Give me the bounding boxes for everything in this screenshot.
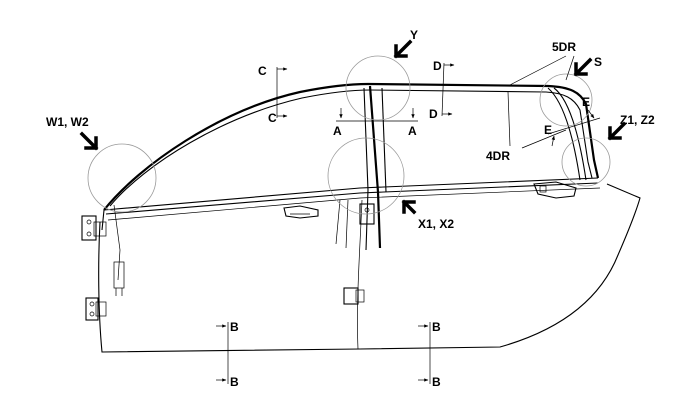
label-e-bottom: E — [544, 123, 552, 137]
label-y: Y — [410, 28, 418, 42]
front-door-handle — [283, 205, 319, 219]
label-d-bottom: D — [429, 107, 438, 121]
label-s: S — [594, 55, 602, 69]
arrow-y — [393, 39, 413, 59]
rear-door-hinge-upper — [359, 203, 375, 225]
label-w: W1, W2 — [46, 115, 89, 129]
section-b-b-left — [216, 322, 229, 384]
label-d-top: D — [433, 59, 442, 73]
label-c-bottom: C — [268, 111, 277, 125]
hinge-lower — [85, 297, 107, 321]
section-d-d — [441, 62, 455, 117]
label-b-left-bottom: B — [230, 375, 239, 389]
front-lower-bracket — [113, 261, 125, 296]
arrow-z — [607, 121, 627, 141]
label-c-top: C — [258, 64, 267, 78]
leader-5dr — [507, 55, 575, 87]
detail-circle-w — [87, 143, 157, 213]
section-c-c — [276, 67, 288, 118]
section-b-b-right — [418, 322, 431, 384]
hinge-upper — [81, 215, 107, 241]
detail-circle-z — [561, 137, 611, 187]
label-b-left-top: B — [230, 320, 239, 334]
door-outline — [98, 82, 641, 353]
arrow-s — [573, 57, 593, 77]
label-e-top: E — [582, 95, 590, 109]
arrow-w — [79, 131, 99, 151]
detail-circle-s — [539, 73, 593, 127]
label-a-right: A — [408, 124, 417, 138]
detail-circle-x — [327, 137, 405, 215]
section-e-e — [547, 109, 601, 147]
arrow-x — [401, 199, 417, 215]
section-a-a — [336, 108, 418, 122]
label-a-left: A — [333, 124, 342, 138]
leader-4dr — [507, 91, 567, 149]
label-b-right-bottom: B — [432, 375, 441, 389]
label-z: Z1, Z2 — [620, 113, 655, 127]
label-b-right-top: B — [432, 320, 441, 334]
detail-circle-y — [345, 55, 411, 121]
label-x: X1, X2 — [418, 217, 454, 231]
rear-door-hinge-lower — [343, 287, 365, 305]
label-5dr: 5DR — [552, 40, 576, 54]
rear-door-handle — [533, 181, 577, 199]
label-4dr: 4DR — [486, 149, 510, 163]
